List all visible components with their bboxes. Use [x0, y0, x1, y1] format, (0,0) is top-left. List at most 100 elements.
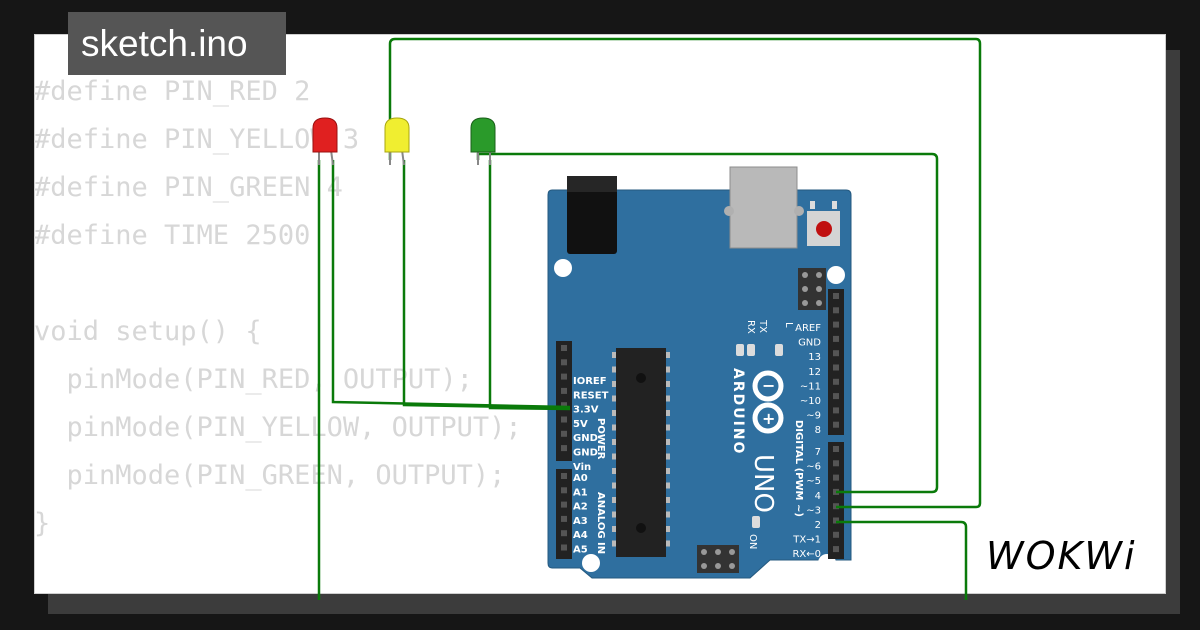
code-line: pinMode(PIN_GREEN, OUTPUT);	[34, 460, 506, 491]
header-pin[interactable]	[833, 378, 839, 385]
digital-pin-label: 4	[815, 491, 821, 502]
digital-pin-label: GND	[798, 338, 821, 349]
header-pin[interactable]	[833, 421, 839, 428]
power-pin-label: 3.3V	[573, 405, 599, 416]
chip-pin	[666, 468, 670, 474]
header-pin[interactable]	[833, 321, 839, 328]
usb-port	[729, 166, 798, 249]
header-pin[interactable]	[561, 473, 567, 479]
chip-pin	[612, 381, 616, 387]
header-pin[interactable]	[561, 430, 567, 437]
header-pin[interactable]	[561, 387, 567, 394]
header-pin[interactable]	[561, 445, 567, 452]
digital-pin-label: ~3	[806, 505, 821, 516]
header-pin[interactable]	[833, 474, 839, 481]
power-pin-label: Vin	[573, 462, 591, 473]
header-pin[interactable]	[833, 364, 839, 371]
header-pin[interactable]	[561, 501, 567, 508]
header-pin[interactable]	[833, 446, 839, 452]
analog-pin-label: A0	[573, 473, 588, 484]
header-pin[interactable]	[561, 373, 567, 380]
digital-label: DIGITAL (PWM ~)	[793, 420, 804, 517]
header-pin[interactable]	[561, 515, 567, 522]
wire-red-anode[interactable]	[331, 160, 571, 409]
chip-pin	[612, 526, 616, 532]
tx-label: TX	[757, 319, 768, 333]
wokwi-logo-text: WOKWi	[986, 534, 1137, 578]
digital-pin-label: 12	[808, 367, 821, 378]
digital-pin-label: ~6	[806, 462, 821, 473]
mount-hole	[582, 554, 600, 572]
code-line: }	[34, 508, 51, 539]
code-line: #define TIME 2500	[34, 220, 311, 251]
chip-pin	[666, 453, 670, 460]
digital-header-top	[828, 289, 844, 435]
code-line: #define PIN_RED 2	[34, 76, 311, 107]
chip-pin	[666, 540, 670, 547]
icsp-header	[798, 268, 826, 310]
chip-pin	[612, 511, 616, 518]
header-pin[interactable]	[833, 517, 839, 524]
digital-pin-label: ~10	[800, 396, 821, 407]
chip-pin	[666, 352, 670, 358]
digital-pin-label: ~11	[800, 381, 821, 392]
chip-pin	[666, 410, 670, 416]
header-pin[interactable]	[561, 487, 567, 494]
rx-label: RX	[745, 320, 756, 334]
wires[interactable]	[317, 37, 982, 600]
power-header	[556, 341, 572, 461]
code-line: pinMode(PIN_RED, OUTPUT);	[34, 364, 473, 395]
arduino-brand: ARDUINO	[730, 368, 746, 455]
header-pin[interactable]	[833, 350, 839, 357]
header-pin[interactable]	[561, 402, 567, 409]
header-pin[interactable]	[833, 460, 839, 467]
sketch-tab[interactable]: sketch.ino	[68, 12, 286, 75]
digital-pin-label: ~5	[806, 476, 821, 487]
barrel-jack	[567, 176, 617, 254]
header-pin[interactable]	[833, 307, 839, 314]
chip-pin	[612, 352, 616, 358]
analog-label: ANALOG IN	[595, 492, 606, 554]
power-label: POWER	[595, 418, 606, 460]
minus-sign: −	[762, 376, 775, 395]
digital-pin-label: 13	[808, 352, 821, 363]
header-pin[interactable]	[561, 530, 567, 537]
wire-yellow-cathode[interactable]	[388, 37, 982, 509]
chip-pin	[666, 526, 670, 532]
header-pin[interactable]	[833, 335, 839, 342]
digital-pin-label: RX←0	[792, 549, 821, 560]
power-pin-label: GND	[573, 433, 598, 444]
header-pin[interactable]	[833, 546, 839, 553]
board-status-leds	[736, 344, 783, 528]
wire-green-anode[interactable]	[488, 160, 571, 411]
header-pin[interactable]	[561, 416, 567, 423]
header-pin[interactable]	[833, 293, 839, 299]
digital-pin-label: 8	[815, 425, 821, 436]
wire-green-cathode[interactable]	[476, 152, 939, 494]
power-pin-label: IOREF	[573, 376, 607, 387]
header-pin[interactable]	[561, 345, 567, 351]
header-pin[interactable]	[561, 359, 567, 366]
chip-pin	[666, 497, 670, 503]
code-line: #define PIN_GREEN 4	[34, 172, 343, 203]
header-pin[interactable]	[833, 393, 839, 400]
wire-pin2[interactable]	[836, 520, 968, 600]
wire-yellow-anode[interactable]	[402, 160, 571, 410]
mount-hole	[827, 266, 845, 284]
chip-pin	[612, 395, 616, 402]
header-pin[interactable]	[833, 531, 839, 538]
code-line: void setup() {	[34, 316, 262, 347]
analog-pin-label: A3	[573, 516, 588, 527]
led-red[interactable]	[312, 117, 338, 166]
header-pin[interactable]	[833, 407, 839, 414]
icsp2-header	[697, 545, 739, 573]
led-yellow[interactable]	[384, 117, 410, 166]
header-pin[interactable]	[561, 544, 567, 551]
arduino-logo	[752, 370, 784, 434]
digital-pin-label: AREF	[795, 323, 821, 334]
chip-pin	[612, 540, 616, 547]
led-green[interactable]	[470, 117, 496, 165]
chip-pin	[666, 439, 670, 445]
chip-pin	[612, 497, 616, 503]
